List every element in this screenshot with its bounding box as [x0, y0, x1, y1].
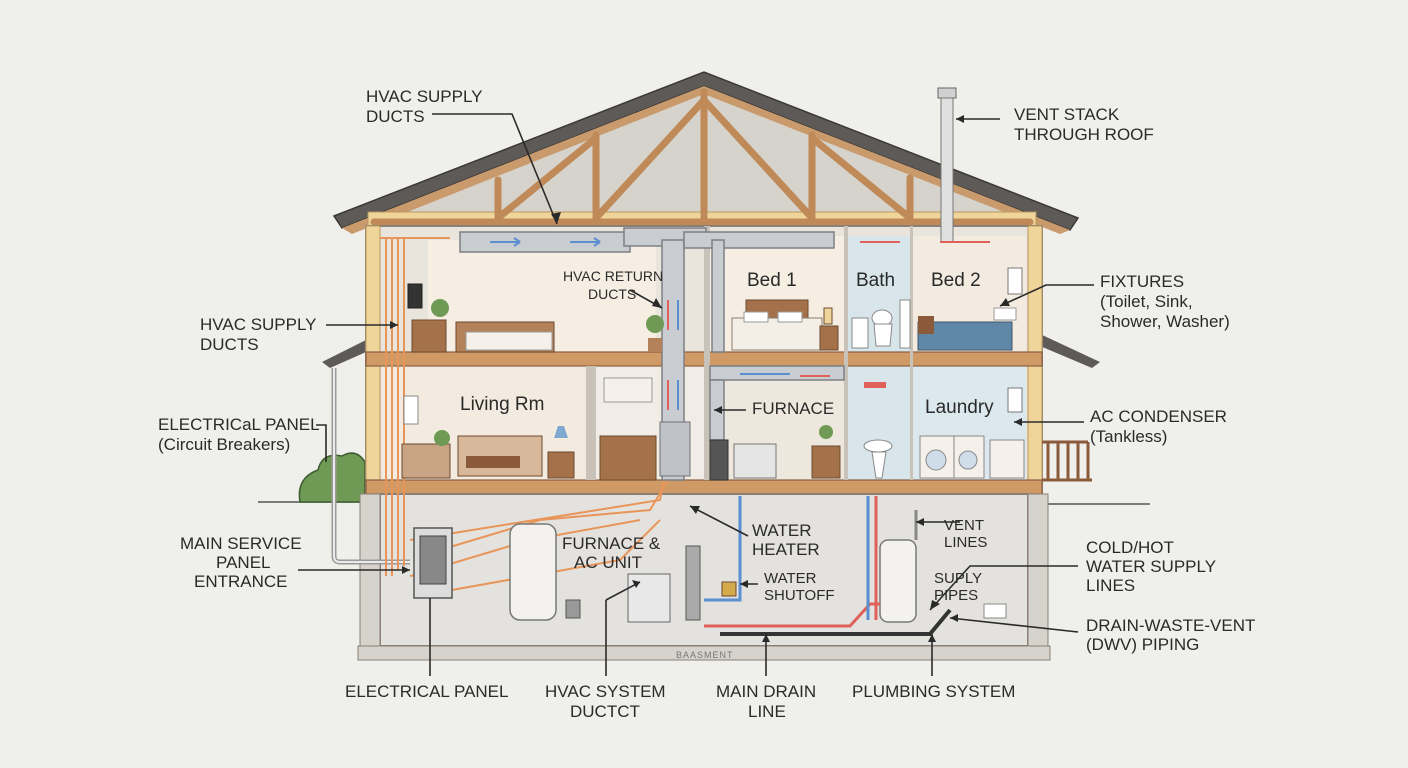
label-plumbing-system: PLUMBING SYSTEM: [852, 682, 1015, 701]
label-hvac-return-2: DUCTS: [588, 286, 636, 302]
label-electrical-panel-left-2: (Circuit Breakers): [158, 435, 290, 454]
label-hvac-system-1: HVAC SYSTEM: [545, 682, 666, 701]
ground-floor: [365, 479, 1043, 495]
label-vent-lines-1: VENT: [944, 517, 984, 534]
bath-fixtures: [851, 299, 911, 349]
furnace-room-items: [709, 425, 841, 481]
label-vent-stack-2: THROUGH ROOF: [1014, 125, 1154, 144]
label-electrical-panel-bottom: ELECTRICAL PANEL: [345, 682, 508, 701]
label-cold-hot-2: WATER SUPPLY: [1086, 557, 1216, 576]
label-main-drain-2: LINE: [748, 702, 786, 721]
label-ac-condenser-2: (Tankless): [1090, 427, 1167, 446]
label-supply-pipes-2: PIPES: [934, 587, 978, 604]
lower-roof-left: [322, 340, 366, 368]
room-label-bath: Bath: [856, 270, 895, 291]
label-supply-pipes-1: SUPLY: [934, 570, 982, 587]
label-electrical-panel-left-1: ELECTRICaL PANEL: [158, 415, 320, 434]
label-hvac-supply-top-1: HVAC SUPPLY: [366, 87, 483, 106]
kitchen-furniture: [599, 377, 691, 481]
label-water-heater-1: WATER: [752, 521, 812, 540]
label-water-shutoff-2: SHUTOFF: [764, 587, 835, 604]
label-dwv-1: DRAIN-WASTE-VENT: [1086, 616, 1255, 635]
label-dwv-2: (DWV) PIPING: [1086, 635, 1199, 654]
label-vent-lines-2: LINES: [944, 534, 987, 551]
label-main-service-2: PANEL: [216, 553, 271, 572]
label-hvac-supply-left-1: HVAC SUPPLY: [200, 315, 317, 334]
label-water-heater-2: HEATER: [752, 540, 820, 559]
label-vent-stack-1: VENT STACK: [1014, 105, 1120, 124]
label-hvac-supply-top-2: DUCTS: [366, 107, 425, 126]
lower-bath-items: [863, 382, 893, 479]
leader-arrowheads: [390, 115, 1022, 642]
label-hvac-supply-left-2: DUCTS: [200, 335, 259, 354]
deck: [1042, 440, 1092, 482]
lower-roof-right: [1040, 334, 1100, 368]
basement: [379, 493, 1029, 647]
room-label-bed2: Bed 2: [931, 270, 981, 291]
laundry-items: [919, 387, 1025, 479]
bed1-furniture: [731, 299, 839, 351]
upstairs-left-furniture: [407, 283, 664, 353]
leader-lines: [298, 113, 1094, 676]
label-fixtures-3: Shower, Washer): [1100, 312, 1230, 331]
label-cold-hot-1: COLD/HOT: [1086, 538, 1174, 557]
roof-trusses: [370, 88, 1034, 226]
label-fixtures-1: FIXTURES: [1100, 272, 1184, 291]
room-label-living: Living Rm: [460, 394, 544, 415]
airflow-arrows: [430, 237, 990, 410]
label-water-shutoff-1: WATER: [764, 570, 817, 587]
bed2-furniture: [917, 267, 1023, 351]
label-cold-hot-3: LINES: [1086, 576, 1135, 595]
room-label-laundry: Laundry: [925, 397, 994, 418]
label-furnace-ac-2: AC UNIT: [574, 553, 642, 572]
label-furnace: FURNACE: [752, 399, 834, 418]
basement-label: BAASMENT: [676, 650, 734, 660]
plumbing-pipes: [704, 496, 952, 636]
vent-stack: [937, 87, 957, 243]
label-ac-condenser-1: AC CONDENSER: [1090, 407, 1227, 426]
label-hvac-system-2: DUCTCT: [570, 702, 640, 721]
label-main-drain-1: MAIN DRAIN: [716, 682, 816, 701]
label-fixtures-2: (Toilet, Sink,: [1100, 292, 1193, 311]
label-main-service-1: MAIN SERVICE: [180, 534, 302, 553]
label-hvac-return-1: HVAC RETURN: [563, 268, 663, 284]
room-label-bed1: Bed 1: [747, 270, 797, 291]
label-furnace-ac-1: FURNACE &: [562, 534, 661, 553]
label-main-service-3: ENTRANCE: [194, 572, 288, 591]
living-furniture: [401, 395, 575, 479]
